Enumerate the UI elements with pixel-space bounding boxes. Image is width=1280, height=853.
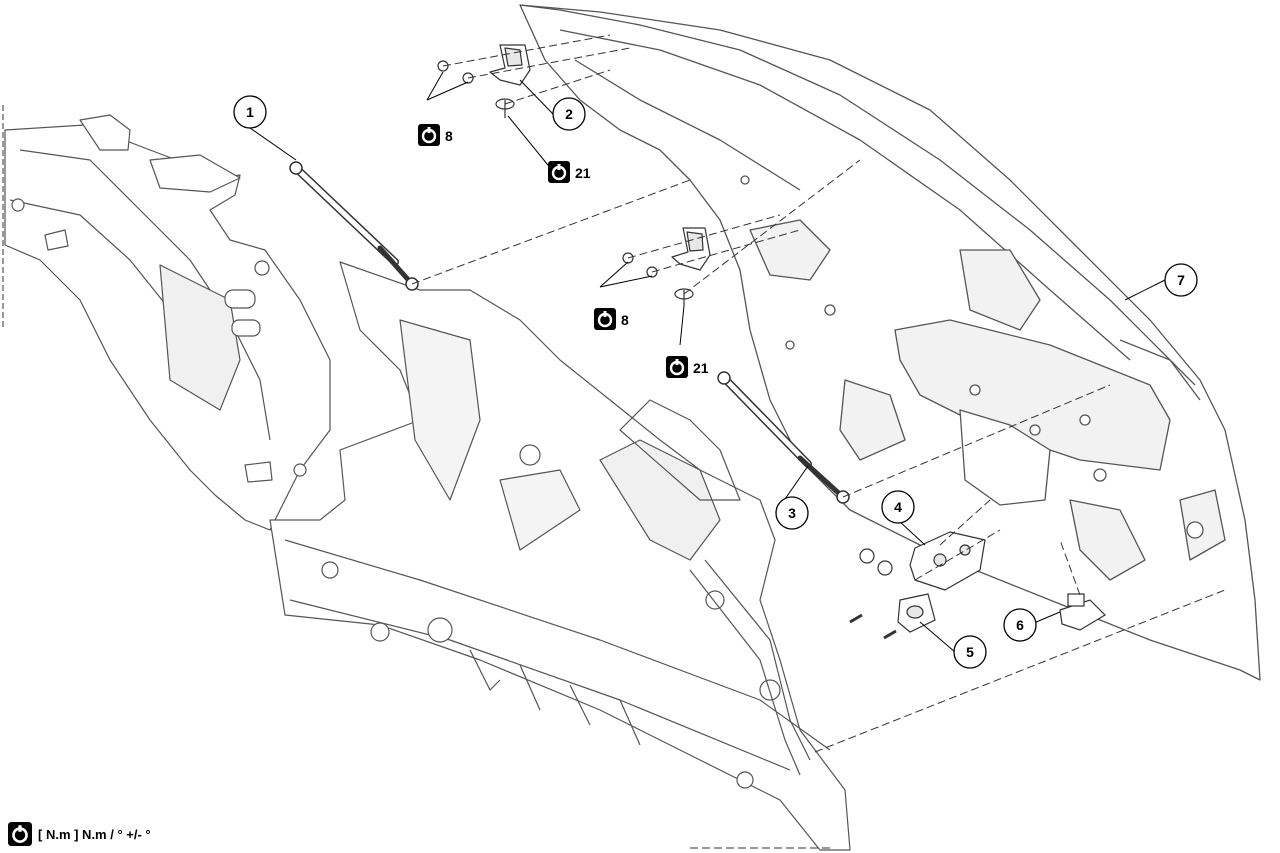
torque-spec-hinge-bolt-lower: 8: [592, 306, 629, 332]
hinge-lower: [622, 227, 711, 306]
svg-text:21: 21: [575, 165, 591, 181]
torque-wrench-icon: [592, 306, 618, 332]
svg-text:4: 4: [894, 499, 902, 515]
callout-7: 7: [1164, 263, 1198, 297]
torque-wrench-icon: [416, 122, 442, 148]
callout-1: 1: [233, 95, 267, 129]
torque-wrench-icon: [664, 354, 690, 380]
svg-text:6: 6: [1016, 617, 1024, 633]
svg-text:7: 7: [1177, 272, 1185, 288]
torque-wrench-icon: [8, 822, 32, 846]
torque-spec-hinge-nut-upper: 21: [546, 159, 591, 185]
torque-wrench-icon: [546, 159, 572, 185]
gas-strut-upper: [289, 161, 419, 291]
svg-text:1: 1: [246, 104, 254, 120]
hinge-upper: [437, 44, 531, 118]
body-side-panel: [4, 114, 331, 531]
torque-legend-label: [ N.m ] N.m / ° +/- °: [38, 826, 151, 842]
torque-spec-hinge-nut-lower: 21: [664, 354, 709, 380]
svg-text:8: 8: [621, 312, 629, 328]
callout-3: 3: [775, 496, 809, 530]
callout-2: 2: [552, 97, 586, 131]
callout-5: 5: [953, 635, 987, 669]
svg-text:8: 8: [445, 128, 453, 144]
svg-text:21: 21: [693, 360, 709, 376]
svg-text:2: 2: [565, 106, 573, 122]
tailgate-panel: [519, 4, 1261, 681]
callout-4: 4: [881, 490, 915, 524]
leader-lines: [249, 71, 1166, 653]
striker: [897, 593, 936, 633]
svg-text:5: 5: [966, 644, 974, 660]
callout-6: 6: [1003, 608, 1037, 642]
svg-text:3: 3: [788, 505, 796, 521]
assembly-lines: [411, 34, 1226, 849]
torque-legend: [ N.m ] N.m / ° +/- °: [8, 822, 151, 846]
gas-strut-lower: [717, 371, 850, 504]
torque-spec-hinge-bolt-upper: 8: [416, 122, 453, 148]
release-switch: [1059, 593, 1106, 631]
rear-floor-structure: [269, 261, 851, 851]
